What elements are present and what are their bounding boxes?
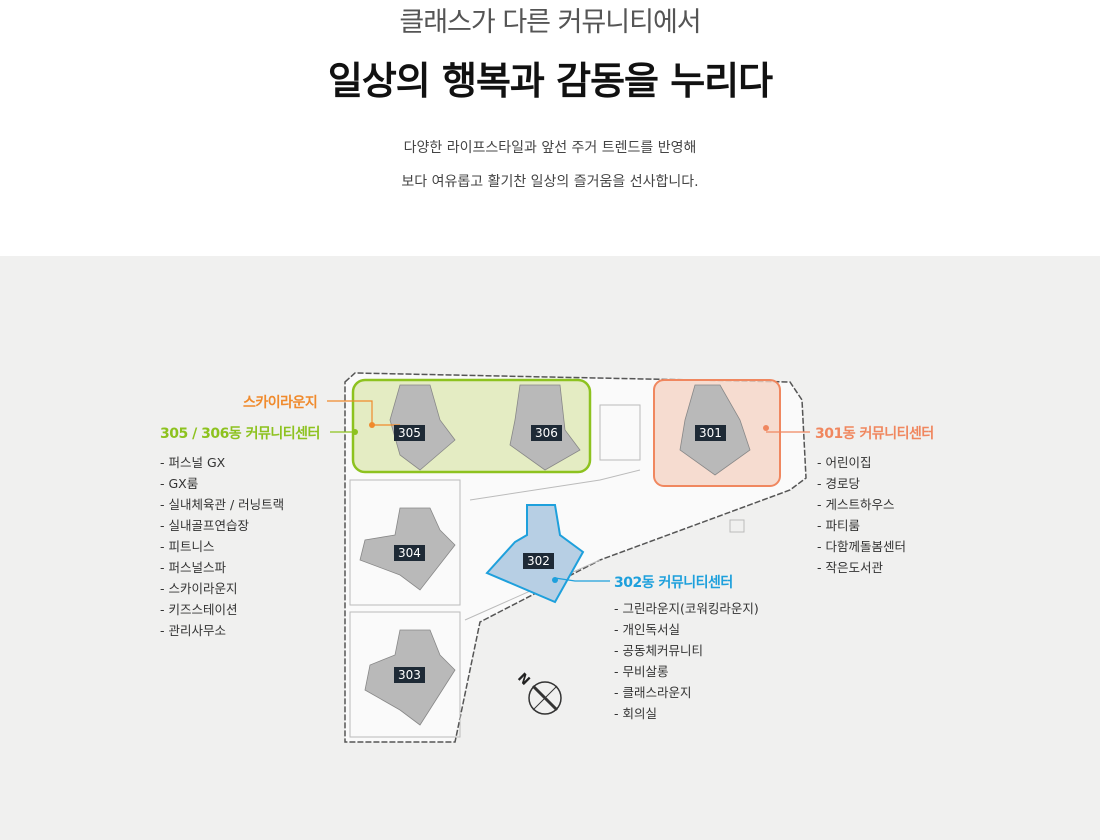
list-item: 회의실: [614, 703, 759, 724]
sky-lounge-title: 스카이라운지: [243, 395, 318, 411]
compass-icon: [528, 681, 562, 715]
list-item: 피트니스: [160, 536, 284, 557]
center-305-306-list: 퍼스널 GX GX룸 실내체육관 / 러닝트랙 실내골프연습장 피트니스 퍼스널…: [160, 452, 284, 641]
building-label-306: 306: [531, 425, 562, 441]
building-label-302: 302: [523, 553, 554, 569]
building-label-304: 304: [394, 545, 425, 561]
list-item: GX룸: [160, 473, 284, 494]
center-305-306-title: 305 / 306동 커뮤니티센터: [160, 426, 320, 442]
description-line-2: 보다 여유롭고 활기찬 일상의 즐거움을 선사합니다.: [401, 174, 699, 190]
section-title: 일상의 행복과 감동을 누리다: [327, 59, 773, 103]
list-item: 퍼스널스파: [160, 557, 284, 578]
list-item: 파티룸: [817, 515, 906, 536]
list-item: 스카이라운지: [160, 578, 284, 599]
building-label-301: 301: [695, 425, 726, 441]
list-item: 실내골프연습장: [160, 515, 284, 536]
list-item: 관리사무소: [160, 620, 284, 641]
center-301-title: 301동 커뮤니티센터: [815, 426, 934, 442]
description-line-1: 다양한 라이프스타일과 앞선 주거 트렌드를 반영해: [403, 140, 697, 156]
building-label-303: 303: [394, 667, 425, 683]
intro-section: 클래스가 다른 커뮤니티에서 일상의 행복과 감동을 누리다 다양한 라이프스타…: [0, 0, 1100, 256]
list-item: 어린이집: [817, 452, 906, 473]
list-item: 실내체육관 / 러닝트랙: [160, 494, 284, 515]
section-subtitle: 클래스가 다른 커뮤니티에서: [399, 7, 701, 38]
list-item: 작은도서관: [817, 557, 906, 578]
list-item: 그린라운지(코워킹라운지): [614, 598, 758, 619]
list-item: 경로당: [817, 473, 906, 494]
list-item: 퍼스널 GX: [160, 452, 284, 473]
list-item: 공동체커뮤니티: [614, 640, 759, 661]
center-302-list: 그린라운지(코워킹라운지) 개인독서실 공동체커뮤니티 무비살롱 클래스라운지 …: [614, 598, 759, 724]
list-item: 게스트하우스: [817, 494, 906, 515]
center-302-title: 302동 커뮤니티센터: [614, 575, 733, 591]
center-301-list: 어린이집 경로당 게스트하우스 파티룸 다함께돌봄센터 작은도서관: [817, 452, 906, 578]
building-label-305: 305: [394, 425, 425, 441]
list-item: 클래스라운지: [614, 682, 759, 703]
list-item: 개인독서실: [614, 619, 759, 640]
list-item: 무비살롱: [614, 661, 759, 682]
list-item: 다함께돌봄센터: [817, 536, 906, 557]
list-item: 키즈스테이션: [160, 599, 284, 620]
